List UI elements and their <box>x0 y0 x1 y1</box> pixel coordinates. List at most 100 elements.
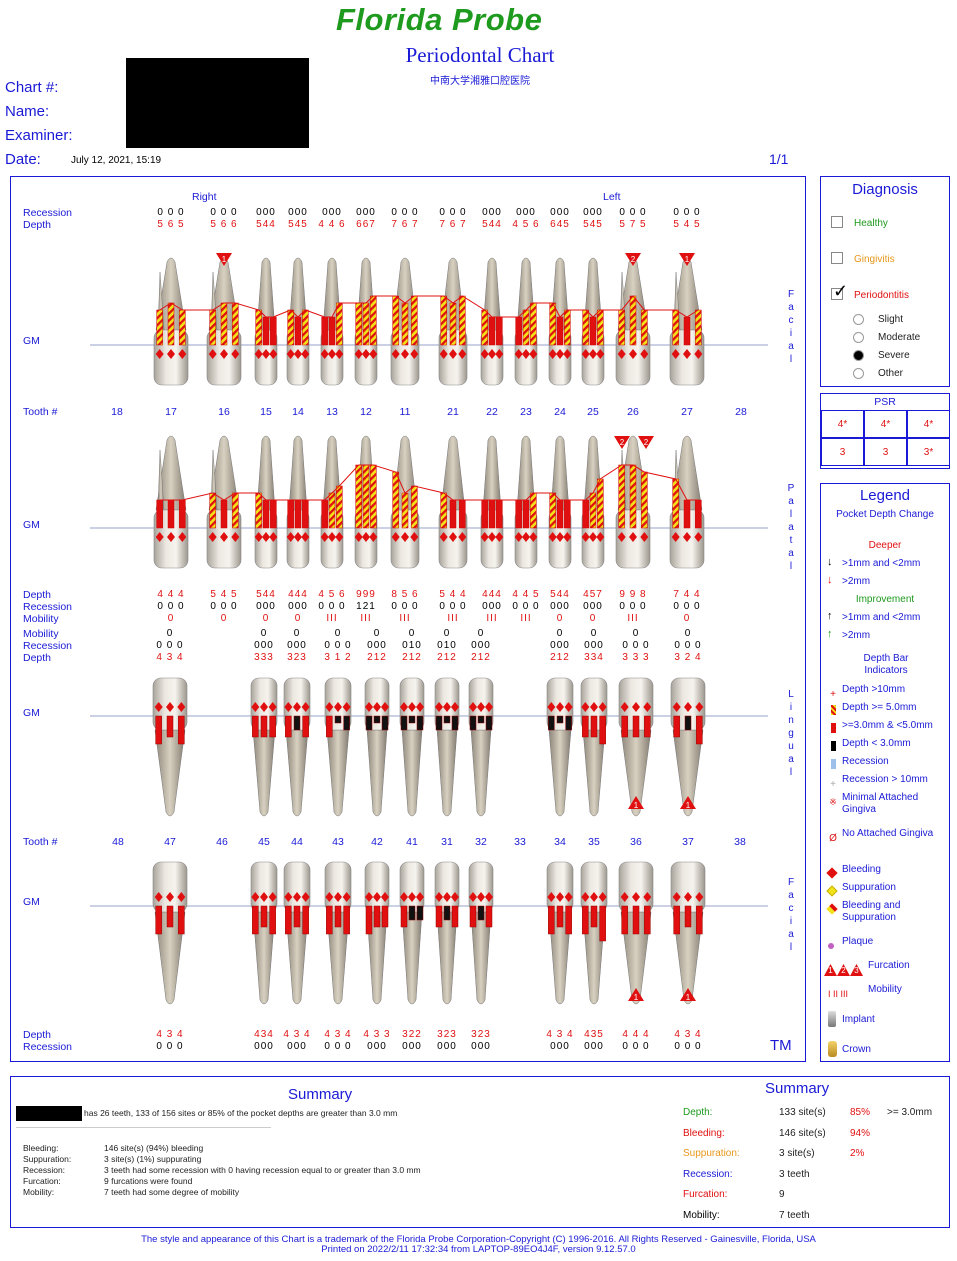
pocket-depth-bar <box>287 309 294 346</box>
tooth-number[interactable]: 31 <box>441 836 453 848</box>
mobility-value: 0 <box>408 628 416 639</box>
depth-value: 334 <box>584 652 604 663</box>
clinic-name: 中南大学湘雅口腔医院 <box>430 76 530 87</box>
pocket-depth-bar <box>556 715 564 724</box>
bleeding-marker <box>548 532 557 542</box>
tooth-number[interactable]: 41 <box>406 836 418 848</box>
tooth-root <box>154 729 186 817</box>
tooth-number[interactable]: 17 <box>165 406 177 418</box>
depth-value: 544 <box>482 219 502 230</box>
mobility-value: III <box>627 613 639 624</box>
depth-value: 5 4 5 <box>673 219 701 230</box>
tooth-number[interactable]: 23 <box>520 406 532 418</box>
depth-3-5mm-icon <box>828 720 838 738</box>
tooth-number[interactable]: 47 <box>164 836 176 848</box>
tooth-number[interactable]: 14 <box>292 406 304 418</box>
tooth-number[interactable]: 27 <box>681 406 693 418</box>
tooth-number[interactable]: 48 <box>112 836 124 848</box>
pocket-depth-bar <box>515 499 522 529</box>
furcation-marker <box>614 436 630 449</box>
bleeding-marker <box>325 892 334 902</box>
tooth-number[interactable]: 12 <box>360 406 372 418</box>
left-side-label: Left <box>603 191 621 203</box>
date-value: July 12, 2021, 15:19 <box>71 155 162 166</box>
bleeding-marker <box>564 892 573 902</box>
tooth-number[interactable]: 15 <box>260 406 272 418</box>
tooth-number[interactable]: 36 <box>630 836 642 848</box>
pocket-depth-bar <box>582 499 589 529</box>
tooth-number[interactable]: 28 <box>735 406 747 418</box>
bleeding-marker <box>254 532 263 542</box>
diagnosis-checkbox[interactable] <box>831 252 843 264</box>
severity-radio[interactable] <box>853 350 864 361</box>
summary-stat-label: Recession: <box>683 1168 733 1180</box>
pocket-depth-bar <box>629 464 637 529</box>
tooth-number[interactable]: 37 <box>682 836 694 848</box>
side-label-letter: i <box>789 702 793 713</box>
tooth-number[interactable]: 32 <box>475 836 487 848</box>
tooth-number[interactable]: 45 <box>258 836 270 848</box>
bleeding-marker <box>301 349 310 359</box>
tooth-number[interactable]: 42 <box>371 836 383 848</box>
diagnosis-checkbox[interactable] <box>831 216 843 228</box>
pocket-depth-bar <box>549 492 556 529</box>
tooth-number[interactable]: 46 <box>216 836 228 848</box>
pocket-depth-bar <box>440 492 447 529</box>
depth-value: 434 <box>254 1029 274 1040</box>
mobility-value: 0 <box>167 613 175 624</box>
pocket-depth-bar <box>255 492 262 529</box>
bleeding-marker <box>629 349 637 359</box>
tooth-number[interactable]: 13 <box>326 406 338 418</box>
tooth-number[interactable]: 11 <box>399 406 411 418</box>
summary-title-left: Summary <box>288 1086 353 1103</box>
tooth-number[interactable]: 38 <box>734 836 746 848</box>
side-label-letter: a <box>788 929 794 940</box>
upper-recession-label: Recession <box>23 207 73 219</box>
tooth-root <box>470 729 492 817</box>
pocket-depth-bar <box>641 471 648 529</box>
bleeding-marker <box>400 892 408 902</box>
pocket-depth-bar <box>302 309 309 346</box>
tooth-number[interactable]: 26 <box>627 406 639 418</box>
bleeding-marker <box>220 349 228 359</box>
bleeding-marker <box>485 702 493 712</box>
legend-subtitle: Pocket Depth Change <box>836 509 934 520</box>
tooth-number[interactable]: 16 <box>218 406 230 418</box>
pocket-depth-bar <box>362 302 370 346</box>
pocket-depth-bar <box>582 905 589 935</box>
tooth-number[interactable]: 25 <box>587 406 599 418</box>
green-up-arrow-icon: ↑ <box>827 628 833 640</box>
tooth-number[interactable]: 21 <box>447 406 459 418</box>
severity-radio[interactable] <box>853 332 864 343</box>
bleeding-marker <box>335 532 344 542</box>
pocket-depth-bar <box>451 715 459 731</box>
tooth-number[interactable]: 24 <box>554 406 566 418</box>
pocket-depth-bar <box>334 905 342 928</box>
severity-radio[interactable] <box>853 368 864 379</box>
tooth-number[interactable]: 22 <box>486 406 498 418</box>
summary-stat-label: Bleeding: <box>683 1127 725 1139</box>
tooth-number[interactable]: 43 <box>332 836 344 848</box>
pocket-depth-bar <box>599 905 606 942</box>
diagnosis-checkbox[interactable]: ✓ <box>831 281 848 301</box>
depth-value: 7 6 7 <box>391 219 419 230</box>
bleeding-marker <box>401 532 409 542</box>
legend-bar-label: Recession > 10mm <box>842 774 928 785</box>
tooth-root <box>548 911 572 1005</box>
depth-value: 333 <box>254 652 274 663</box>
side-label-letter: a <box>788 890 794 901</box>
tooth-number[interactable]: 33 <box>514 836 526 848</box>
pocket-depth-bar <box>373 905 381 928</box>
severity-radio[interactable] <box>853 314 864 325</box>
tooth-number[interactable]: 44 <box>291 836 303 848</box>
tooth-number[interactable]: 35 <box>588 836 600 848</box>
lower-tooth-label: Tooth # <box>23 836 58 848</box>
legend-item-label: Crown <box>842 1044 871 1055</box>
bleeding-marker <box>401 349 409 359</box>
tooth-number[interactable]: 18 <box>111 406 123 418</box>
tooth-crown <box>670 861 706 913</box>
mobility-value: 0 <box>260 628 268 639</box>
pocket-depth-bar <box>530 302 537 346</box>
tooth-number[interactable]: 34 <box>554 836 566 848</box>
